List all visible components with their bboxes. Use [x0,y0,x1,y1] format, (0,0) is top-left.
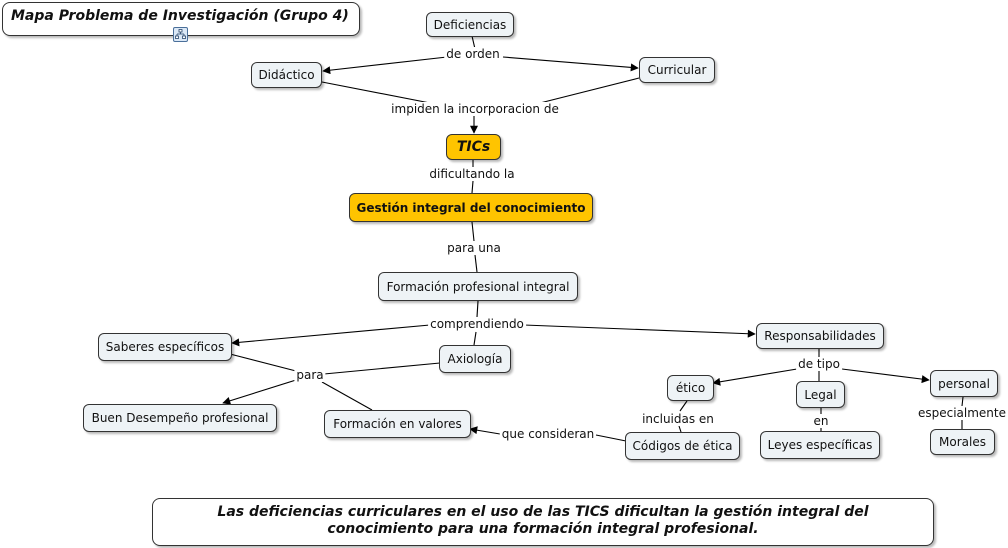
edge-gestion-paraunal [471,221,475,242]
edge-queconsideran-valores [469,426,501,435]
node-personal[interactable]: personal [930,370,998,397]
edge-deorden-didactico [322,56,448,75]
concept-map-icon[interactable] [173,27,188,42]
edge-incluidas-codigos [678,425,682,433]
edge-comprendiendo-responsabilidades [523,324,756,338]
node-buen-desempeno[interactable]: Buen Desempeño profesional [83,404,277,432]
node-curricular[interactable]: Curricular [639,57,715,83]
node-formacion-valores[interactable]: Formación en valores [324,410,471,438]
edge-formacion-comprendiendo [476,300,479,318]
edge-deorden-curricular [502,56,639,72]
node-tics[interactable]: TICs [446,134,501,160]
edge-comprendiendo-axiologia [473,331,477,346]
node-deficiencias[interactable]: Deficiencias [426,12,514,37]
node-gestion[interactable]: Gestión integral del conocimiento [349,193,593,222]
link-que-consideran: que consideran [499,427,597,441]
map-title: Mapa Problema de Investigación (Grupo 4) [2,2,360,36]
link-de-orden: de orden [444,47,502,61]
link-para: para [294,368,326,382]
node-etico[interactable]: ético [667,375,714,401]
link-especialmente: especialmente [915,406,1008,420]
edge-axiologia-para [323,362,441,375]
link-de-tipo: de tipo [796,357,842,371]
node-saberes[interactable]: Saberes específicos [98,333,232,361]
node-responsabilidades[interactable]: Responsabilidades [756,323,884,349]
edge-paraunal-formacion [474,254,478,273]
node-axiologia[interactable]: Axiología [439,345,511,373]
node-leyes[interactable]: Leyes específicas [760,431,880,459]
edge-detipo-personal [841,368,930,384]
node-legal[interactable]: Legal [796,381,845,408]
edge-etico-incluidas [679,400,688,412]
node-morales[interactable]: Morales [930,429,995,455]
node-didactico[interactable]: Didáctico [251,62,322,88]
edge-codigos-queconsideran [595,434,627,442]
edge-deficiencias-deorden [471,35,476,50]
edge-para-buen [222,379,297,405]
edge-comprendiendo-saberes [231,324,431,347]
edge-para-valores [321,381,373,411]
link-impiden: impiden la incorporacion de [389,102,561,116]
edge-personal-especialmente [961,396,964,407]
link-para-una: para una [445,241,503,255]
link-en: en [811,414,831,428]
link-incluidas-en: incluidas en [640,412,716,426]
node-formacion-integral[interactable]: Formación profesional integral [378,272,578,301]
edge-detipo-etico [712,368,798,386]
node-codigos[interactable]: Códigos de ética [625,432,740,460]
edge-curricular-impiden [539,77,640,104]
edge-didactico-impiden [321,81,431,104]
summary-box: Las deficiencias curriculares en el uso … [152,498,934,546]
edge-saberes-para [229,353,297,372]
edge-dificultando-gestion [471,180,474,194]
link-comprendiendo: comprendiendo [428,317,526,331]
link-dificultando: dificultando la [427,167,517,181]
